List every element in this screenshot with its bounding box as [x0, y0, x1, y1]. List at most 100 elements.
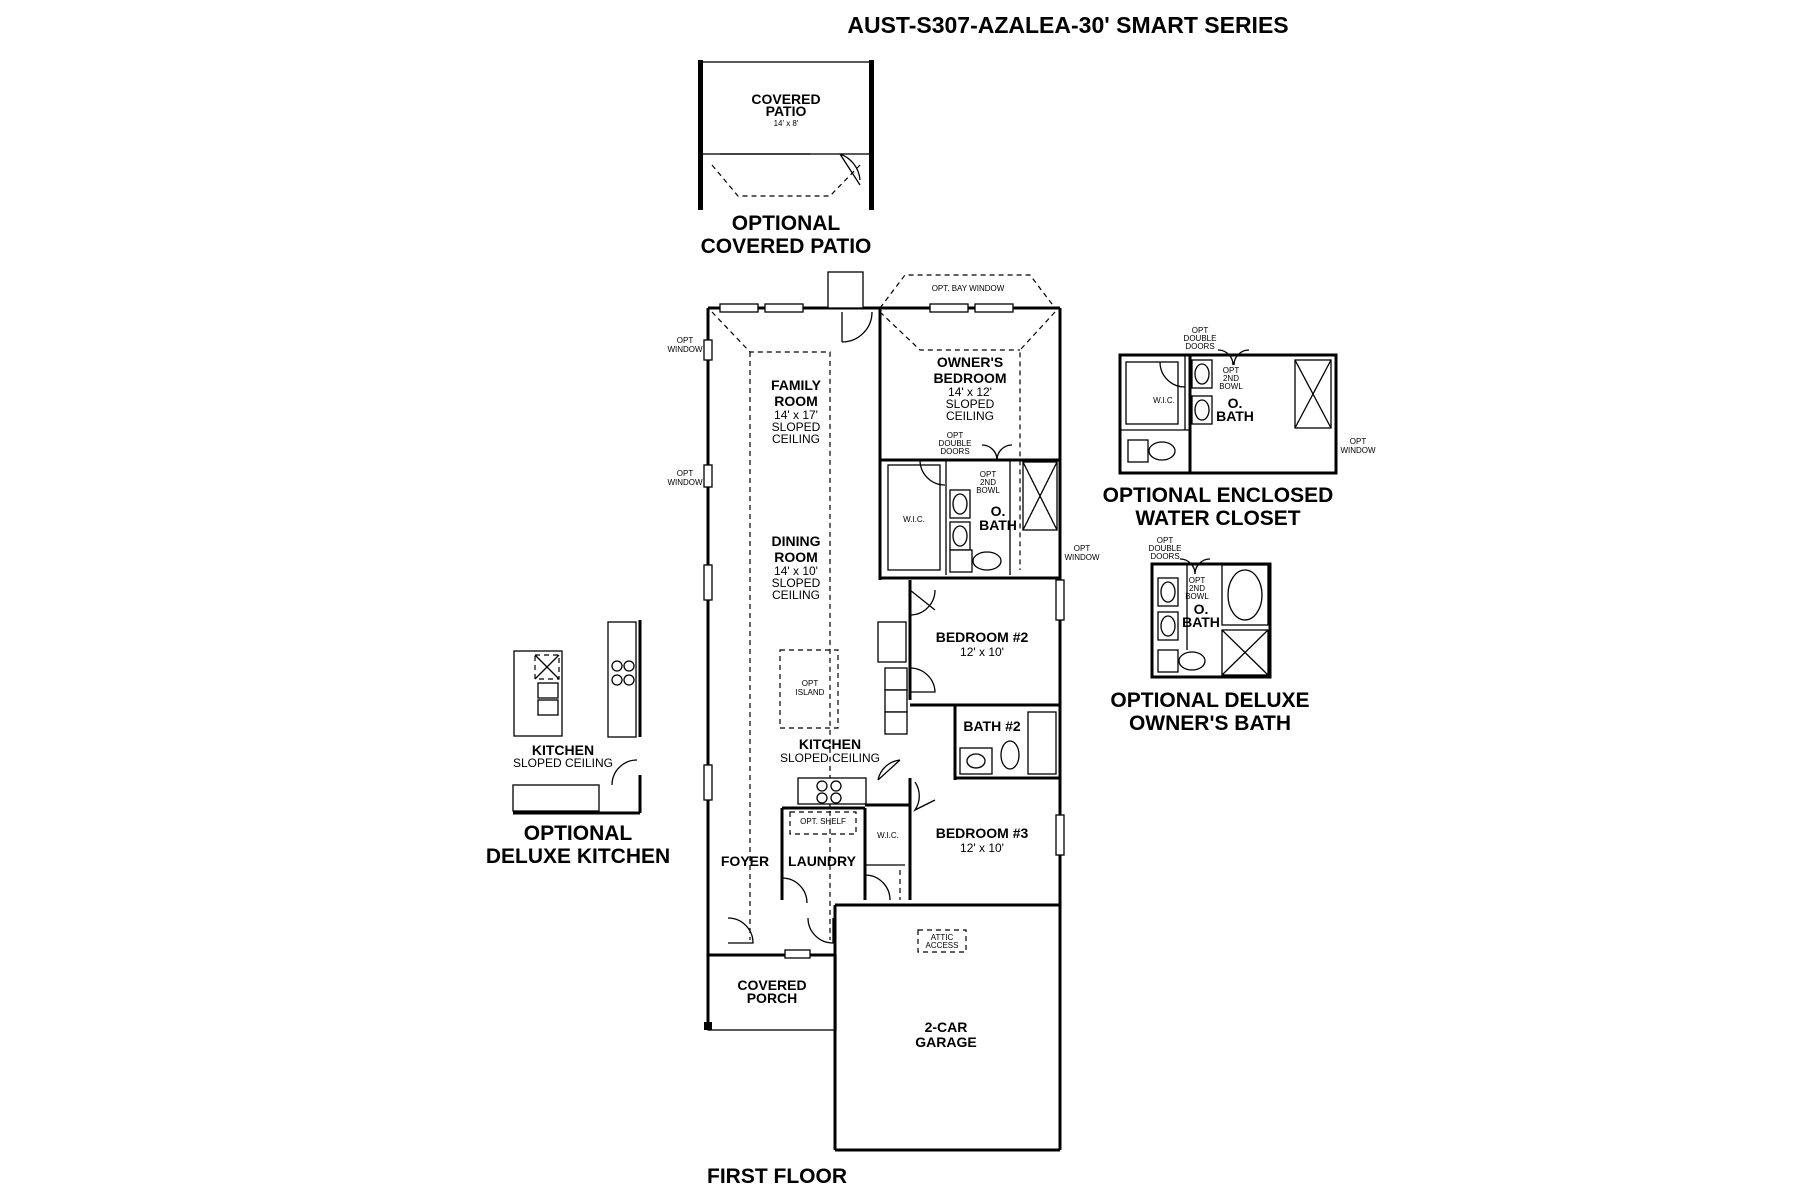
owners-bedroom-ceiling-line1: SLOPED — [946, 397, 995, 411]
dining-room-ceiling-line2: CEILING — [772, 588, 820, 602]
opt-shelf-note: OPT. SHELF — [800, 817, 846, 826]
bath2-label: BATH #2 — [963, 718, 1021, 734]
owners-bedroom-size: 14' x 12' — [948, 385, 992, 399]
garage-label-line1: 2-CAR — [925, 1019, 968, 1035]
plan-title: AUST-S307-AZALEA-30' SMART SERIES — [847, 12, 1288, 38]
family-room-ceiling-line1: SLOPED — [772, 420, 821, 434]
deluxe-bath-bowl-note-line3: BOWL — [1185, 592, 1209, 601]
kitchen-ceiling: SLOPED CEILING — [780, 751, 880, 765]
laundry-door-swing — [781, 877, 808, 904]
deluxe-bath-label-line1: OPTIONAL DELUXE — [1110, 689, 1309, 712]
enclosed-wc-wic-shelf — [1125, 361, 1179, 425]
bed2-door-swing — [909, 589, 936, 616]
hall-cabinet-3 — [884, 711, 908, 735]
north-window-3 — [929, 303, 969, 313]
east-window-note-window: WINDOW — [1064, 553, 1100, 562]
owners-toilet — [949, 549, 973, 573]
deluxe-bath-bowl-note-line1: OPT — [1189, 576, 1206, 585]
owners-2nd-bowl-note-opt: OPT — [980, 470, 997, 479]
family-room-size: 14' x 17' — [774, 408, 818, 422]
patio-room-line1: COVERED — [751, 91, 820, 107]
room-labels: FAMILY ROOM 14' x 17' SLOPED CEILING DIN… — [721, 354, 1029, 1050]
enclosed-wc-window-note-line2: WINDOW — [1340, 446, 1376, 455]
covered-porch-outline — [707, 954, 837, 1031]
deluxe-bath-toilet — [1157, 649, 1179, 673]
enclosed-wc-doors-note-line3: DOORS — [1185, 342, 1214, 351]
enclosed-wc-label-line1: OPTIONAL ENCLOSED — [1103, 484, 1334, 507]
deluxe-bath-room-line1: O. — [1194, 601, 1209, 617]
owners-bedroom-ceiling-line2: CEILING — [946, 409, 994, 423]
deluxe-bath-label-line2: OWNER'S BATH — [1129, 712, 1291, 735]
owners-bedroom-label-line2: BEDROOM — [933, 370, 1006, 386]
north-window-1 — [719, 303, 759, 313]
hall-cabinet-2 — [884, 689, 908, 713]
patio-post-right — [869, 60, 874, 210]
covered-porch-label-line1: COVERED — [737, 977, 806, 993]
deluxe-bath-doors-note-line1: OPT — [1157, 536, 1174, 545]
garage-door-swing — [807, 917, 834, 944]
owners-2nd-bowl-note-bowl: BOWL — [976, 486, 1000, 495]
plan-notes: OPT. BAY WINDOW OPT WINDOW OPT WINDOW OP… — [667, 284, 1100, 950]
owners-double-doors-note-double: DOUBLE — [939, 439, 972, 448]
laundry-wic-label: W.I.C. — [877, 831, 899, 840]
deluxe-bath-doors-note-line3: DOORS — [1150, 552, 1179, 561]
owners-double-doors-note-opt: OPT — [947, 431, 964, 440]
enclosed-wc-window-note-line1: OPT — [1350, 437, 1367, 446]
deluxe-kitchen-base-counter — [512, 784, 600, 812]
dining-room-ceiling-line1: SLOPED — [772, 576, 821, 590]
front-door-swing — [727, 917, 754, 944]
bedroom2-size: 12' x 10' — [960, 645, 1004, 659]
deluxe-bath-room-line2: BATH — [1182, 614, 1220, 630]
enclosed-wc-label-line2: WATER CLOSET — [1135, 507, 1300, 530]
owners-bedroom-label-line1: OWNER'S — [937, 354, 1003, 370]
optional-deluxe-owners-bath: OPT DOUBLE DOORS OPT 2ND BOWL O. BATH OP… — [1110, 536, 1309, 735]
enclosed-wc-doors-note-line1: OPT — [1192, 326, 1209, 335]
attic-access-note-line2: ACCESS — [926, 941, 959, 950]
patio-room-line2: PATIO — [766, 103, 807, 119]
west-window-2-note-window: WINDOW — [667, 478, 703, 487]
enclosed-wc-doors-note-line2: DOUBLE — [1184, 334, 1217, 343]
north-window-2 — [764, 303, 804, 313]
laundry-wic-door-swing — [864, 874, 891, 901]
optional-covered-patio: COVERED PATIO 14' x 8' OPTIONAL COVERED … — [698, 60, 874, 258]
bath2-tub — [1027, 711, 1057, 775]
east-window-bed3 — [1055, 814, 1065, 856]
optional-covered-patio-label-line2: COVERED PATIO — [701, 235, 872, 258]
laundry-opt-shelf — [789, 811, 857, 835]
hall-cabinet-1 — [884, 667, 908, 691]
fireplace-flue — [827, 271, 864, 309]
enclosed-wc-bowl-note-line3: BOWL — [1219, 382, 1243, 391]
attic-access — [917, 929, 967, 953]
family-room-ceiling-line2: CEILING — [772, 432, 820, 446]
enclosed-wc-bowl-note-line1: OPT — [1223, 366, 1240, 375]
floor-label: FIRST FLOOR — [707, 1165, 847, 1188]
owners-2nd-bowl-note-2nd: 2ND — [980, 478, 996, 487]
west-window-2-note-opt: OPT — [677, 469, 694, 478]
bath2-vanity — [959, 747, 993, 775]
dining-room-size: 14' x 10' — [774, 564, 818, 578]
deluxe-kitchen-label-line2: DELUXE KITCHEN — [486, 845, 670, 868]
patio-room-size: 14' x 8' — [774, 119, 799, 128]
deluxe-bath-tub — [1221, 564, 1269, 626]
patio-post-left — [698, 60, 703, 210]
opt-island — [779, 649, 839, 729]
dining-room-label-line1: DINING — [772, 533, 821, 549]
bedroom2-label: BEDROOM #2 — [936, 629, 1029, 645]
foyer-label: FOYER — [721, 853, 769, 869]
deluxe-bath-outline — [1150, 562, 1272, 679]
attic-access-note-line1: ATTIC — [931, 933, 954, 942]
enclosed-wc-outline — [1118, 353, 1338, 475]
porch-window — [784, 949, 811, 959]
bay-window-note: OPT. BAY WINDOW — [932, 284, 1005, 293]
laundry-label: LAUNDRY — [788, 853, 857, 869]
west-window-2 — [703, 464, 713, 488]
bed3-door-swing — [913, 781, 936, 812]
opt-island-note-line1: OPT — [802, 679, 819, 688]
enclosed-wc-bowl-note-line2: 2ND — [1223, 374, 1239, 383]
owners-bath-label-line2: BATH — [979, 517, 1017, 533]
optional-covered-patio-label-line1: OPTIONAL — [732, 212, 841, 235]
owners-double-doors-note-doors: DOORS — [940, 447, 969, 456]
garage-label-line2: GARAGE — [915, 1034, 976, 1050]
west-window-1-note-window: WINDOW — [667, 345, 703, 354]
